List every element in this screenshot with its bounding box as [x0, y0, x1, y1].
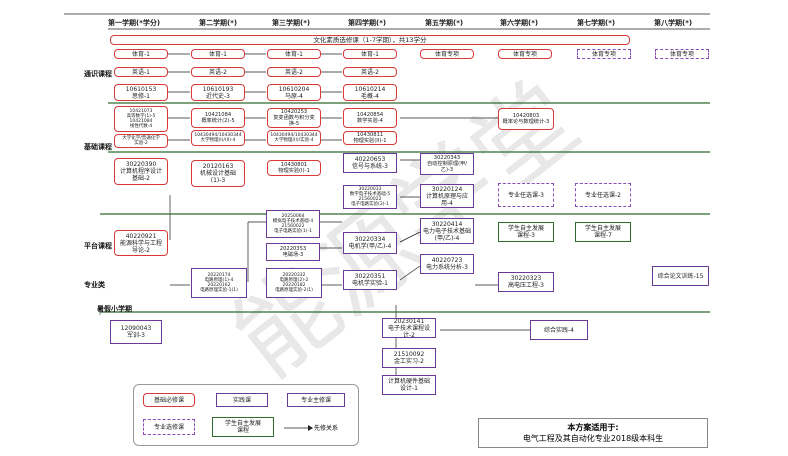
semester-4: 第四学期(*): [348, 19, 387, 27]
legend-required: 基础必修课: [143, 393, 195, 407]
course-analog-electronics[interactable]: 20250064 模拟电子技术基础-4 21560022 电子电路实验(1)-1: [266, 210, 320, 238]
course-politics-3[interactable]: 10610204 马原-4: [267, 84, 321, 101]
course-politics-1[interactable]: 10610153 思修-1: [114, 84, 168, 101]
course-physics-3[interactable]: 10430494/10430344 大学物理(II)/实验-4: [267, 130, 321, 146]
course-politics-4[interactable]: 10610214 毛概-4: [343, 84, 397, 101]
arrow-icon: [284, 425, 313, 431]
semester-7: 第七学期(*): [577, 19, 616, 27]
course-english-2[interactable]: 英语-2: [191, 67, 245, 77]
course-major-elective-6[interactable]: 专业任选课-3: [498, 183, 554, 207]
legend-self-dev: 学生自主发展 课程: [212, 417, 274, 437]
course-programming[interactable]: 30220390 计算机程序设计 基础-2: [114, 158, 168, 185]
course-auto-control[interactable]: 30220343 自动控制原理(甲/乙)-3: [420, 153, 474, 175]
semester-2: 第二学期(*): [199, 19, 238, 27]
course-self-dev-7[interactable]: 学生自主发展 课程-7: [575, 222, 631, 242]
legend-prereq: 先修关系: [314, 425, 339, 432]
course-energy-intro[interactable]: 40220921 能源科学与工程 导论-2: [114, 230, 168, 256]
course-math-3[interactable]: 10420253 复变函数与积分变换-5: [267, 108, 321, 128]
note-line-1: 本方案适用于:: [567, 423, 619, 432]
legend: 基础必修课 实践课 专业主修课 专业选修课 学生自主发展 课程 先修关系: [133, 384, 359, 446]
legend-practice: 实践课: [216, 393, 268, 407]
course-electric-machines[interactable]: 30220334 电机学(甲/乙)-4: [343, 232, 397, 254]
semester-1: 第一学期(*学分): [108, 19, 161, 27]
course-electronics-design[interactable]: 20230141 电子技术课程设计-2: [382, 318, 436, 338]
applicability-note: 本方案适用于: 电气工程及其自动化专业2018级本科生: [478, 418, 708, 448]
course-comprehensive-practice[interactable]: 综合实践-4: [530, 320, 588, 340]
course-machines-lab[interactable]: 30220351 电机学实验-1: [343, 270, 397, 290]
semester-6: 第六学期(*): [500, 19, 539, 27]
course-math-4[interactable]: 10420854 数学实验-4: [343, 108, 397, 128]
course-power-electronics[interactable]: 30220414 电力电子技术基础(甲/乙)-4: [420, 218, 474, 244]
course-metalwork[interactable]: 21510092 金工实习-2: [382, 348, 436, 368]
course-physics-lab-1[interactable]: 10430801 物理实验(I)-1: [267, 160, 321, 176]
course-pe-6[interactable]: 体育专项: [498, 49, 552, 59]
row-label-summer: 暑假小学期: [97, 305, 132, 313]
course-pe-4[interactable]: 体育-1: [343, 49, 397, 59]
course-math-1[interactable]: 10421073 高等数学(1)-5 10421084 线性代数-4: [114, 106, 168, 132]
course-em-field[interactable]: 20220353 电磁场-3: [266, 243, 320, 261]
course-computer-principles[interactable]: 30220124 计算机原理与应用-4: [420, 184, 474, 208]
course-chem-1[interactable]: 大学化学/普通化学 实验-2: [114, 134, 168, 148]
row-label-platform: 平台课程: [84, 242, 112, 250]
course-politics-2[interactable]: 10610193 近代史-3: [191, 84, 245, 101]
course-thesis[interactable]: 综合论文训练-15: [652, 266, 709, 286]
course-physics-4[interactable]: 10430811 物理实验(II)-1: [343, 131, 397, 145]
note-line-2: 电气工程及其自动化专业2018级本科生: [522, 434, 664, 443]
course-power-system[interactable]: 40220723 电力系统分析-3: [420, 254, 474, 274]
legend-major-elective: 专业选修课: [143, 419, 195, 435]
course-military-training[interactable]: 12090043 军训-3: [110, 320, 162, 344]
semester-8: 第八学期(*): [654, 19, 693, 27]
course-english-1[interactable]: 英语-1: [114, 67, 168, 77]
row-label-basic: 基础课程: [84, 143, 112, 151]
course-mech-design[interactable]: 20120163 机械设计基础 (1)-3: [191, 160, 245, 187]
row-label-general: 通识课程: [84, 70, 112, 78]
course-digital-electronics[interactable]: 30220033 数字电子技术基础-5 21560022 电子电路实验(2)-1: [343, 185, 397, 209]
elective-banner[interactable]: 文化素质选修课（1-7学期），共13学分: [110, 35, 630, 45]
course-high-voltage[interactable]: 30220323 高电压工程-3: [498, 272, 554, 292]
course-pe-8[interactable]: 体育专项: [655, 49, 709, 59]
course-major-elective-7[interactable]: 专业任选课-2: [575, 183, 631, 207]
course-pe-3[interactable]: 体育-1: [267, 49, 321, 59]
course-self-dev-6[interactable]: 学生自主发展 课程-3: [498, 222, 554, 242]
course-hw-design[interactable]: 计算机硬件基础 设计-1: [382, 375, 436, 395]
row-label-major: 专业类: [84, 281, 105, 289]
course-english-4[interactable]: 英语-2: [343, 67, 397, 77]
course-english-3[interactable]: 英语-2: [267, 67, 321, 77]
semester-3: 第三学期(*): [272, 19, 311, 27]
course-circuit-1[interactable]: 20220174 电路原理(1)-4 20220162 电路原理实验-1(1): [191, 268, 247, 298]
course-pe-1[interactable]: 体育-1: [114, 49, 168, 59]
course-pe-2[interactable]: 体育-1: [191, 49, 245, 59]
course-math-2[interactable]: 10421084 概率统计(2)-5: [191, 108, 245, 128]
course-signals-systems[interactable]: 40220653 信号与系统-3: [343, 153, 397, 173]
legend-major-main: 专业主修课: [287, 393, 345, 407]
semester-5: 第五学期(*): [425, 19, 464, 27]
course-pe-5[interactable]: 体育专项: [420, 49, 474, 59]
course-physics-2[interactable]: 10430494/10430344 大学物理(I)/(II)-4: [191, 130, 245, 146]
course-math-6[interactable]: 10420803 概率论与数理统计-3: [498, 108, 554, 130]
course-pe-7[interactable]: 体育专项: [577, 49, 631, 59]
course-circuit-2[interactable]: 20220332 电路原理(2)-2 20220182 电路原理实验-2(1): [266, 268, 322, 298]
